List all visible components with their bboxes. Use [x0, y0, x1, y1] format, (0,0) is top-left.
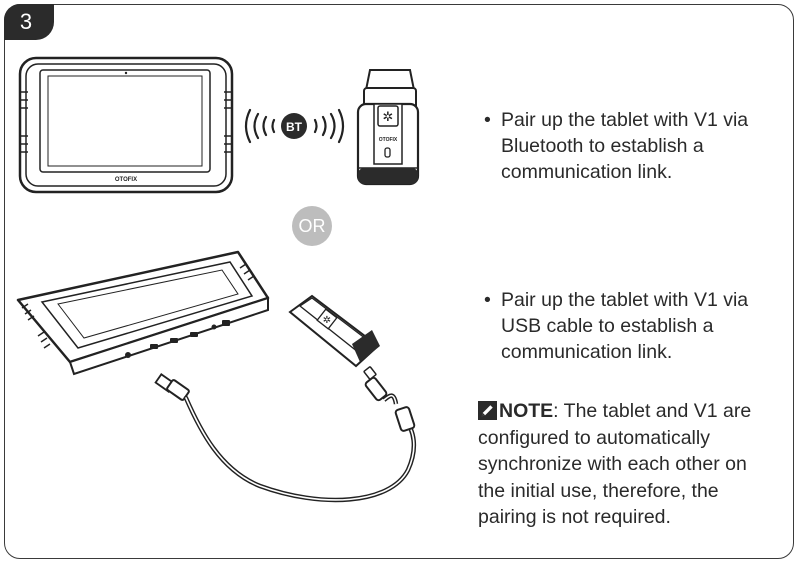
tablet-front-illustration: OTOFIX: [18, 56, 234, 194]
bluetooth-signal-icon: [244, 108, 345, 144]
bullet-usb: • Pair up the tablet with V1 via USB cab…: [484, 287, 781, 365]
vci-upright-illustration: ✲ OTOFIX: [356, 69, 420, 186]
note-text: : The tablet and V1 are configured to au…: [478, 400, 752, 528]
note-block: NOTE: The tablet and V1 are configured t…: [478, 398, 778, 531]
svg-text:✲: ✲: [323, 315, 331, 326]
bullet-dot: •: [484, 109, 491, 131]
or-label: OR: [298, 215, 326, 236]
bullet-text: Pair up the tablet with V1 via Bluetooth…: [501, 109, 749, 183]
pencil-note-icon: [478, 401, 497, 420]
tablet-angled-illustration: [16, 250, 270, 376]
bt-label: BT: [286, 120, 303, 134]
vci-brand-label: OTOFIX: [379, 137, 398, 143]
bullet-text: Pair up the tablet with V1 via USB cable…: [501, 289, 749, 363]
instruction-frame: [4, 4, 794, 559]
usb-cable-illustration: [154, 366, 417, 503]
tablet-brand-label: OTOFIX: [115, 177, 137, 183]
or-badge: OR: [292, 206, 332, 246]
note-label: NOTE: [499, 400, 554, 422]
step-number-badge: 3: [4, 4, 54, 40]
bullet-dot: •: [484, 289, 491, 311]
step-number: 3: [19, 9, 33, 34]
bullet-bluetooth: • Pair up the tablet with V1 via Bluetoo…: [484, 107, 781, 185]
bt-circle: [281, 113, 307, 139]
vci-angled-illustration: ✲: [288, 294, 380, 368]
svg-text:✲: ✲: [383, 110, 394, 125]
